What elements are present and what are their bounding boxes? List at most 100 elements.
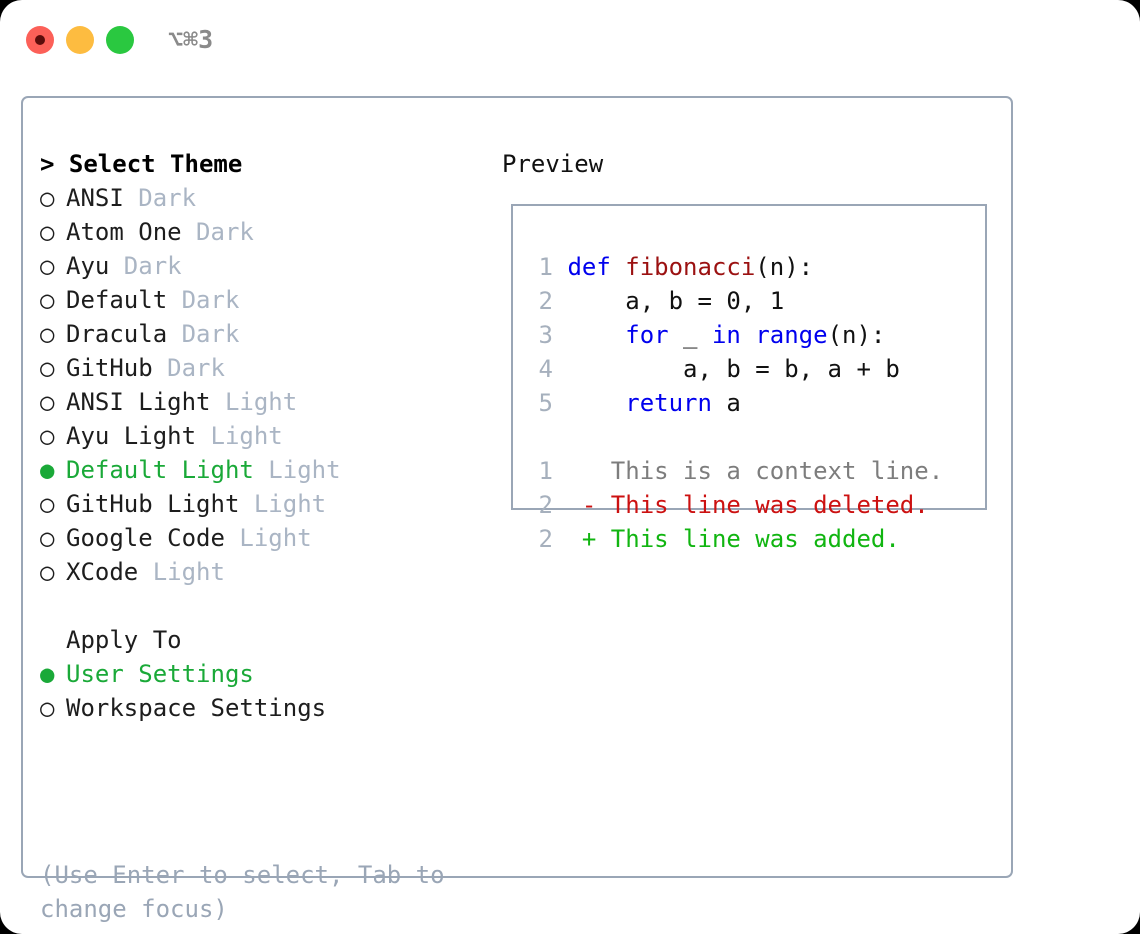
code-token: fibonacci — [625, 253, 756, 281]
theme-list-item[interactable]: ○Ayu Dark — [40, 249, 490, 283]
code-line: 5 return a — [529, 386, 943, 420]
apply-to-option-label: Workspace Settings — [66, 694, 327, 722]
code-token: a, b = 0, 1 — [567, 287, 785, 315]
radio-unselected-icon: ○ — [40, 694, 55, 722]
keyboard-hint-line-1: (Use Enter to select, Tab to — [40, 861, 445, 889]
code-gutter-space — [553, 355, 567, 383]
diff-sign: - — [553, 491, 597, 519]
radio-selected-icon: ● — [40, 456, 55, 484]
radio-unselected-icon: ○ — [40, 354, 55, 382]
diff-line: 1 This is a context line. — [529, 454, 944, 488]
apply-to-option[interactable]: ● User Settings — [40, 657, 490, 691]
theme-name: XCode — [66, 558, 139, 586]
code-line-number: 3 — [538, 321, 553, 349]
radio-unselected-icon: ○ — [40, 524, 55, 552]
code-token: def — [567, 253, 626, 281]
apply-to-options: ● User Settings ○ Workspace Settings — [40, 657, 490, 725]
diff-line-number: 2 — [538, 525, 553, 553]
diff-text: This line was deleted. — [596, 491, 929, 519]
maximize-button[interactable] — [106, 26, 134, 54]
diff-text: This is a context line. — [596, 457, 944, 485]
theme-list-item[interactable]: ○ Ayu Light Light — [40, 419, 490, 453]
code-token: _ — [668, 321, 712, 349]
radio-unselected-icon: ○ — [40, 252, 55, 280]
close-icon — [35, 35, 45, 45]
code-line: 4 a, b = b, a + b — [529, 352, 943, 386]
theme-list-item[interactable]: ○ XCode Light — [40, 555, 490, 589]
theme-variant-tag: Light — [239, 490, 327, 518]
theme-variant-tag: Light — [196, 422, 283, 450]
code-diff-separator — [529, 420, 943, 454]
radio-selected-icon: ● — [40, 660, 55, 688]
keyboard-hint-line-2: change focus) — [40, 895, 228, 923]
code-token — [567, 321, 625, 349]
code-line: 2 a, b = 0, 1 — [529, 284, 943, 318]
theme-list-item[interactable]: ○ GitHub Light Light — [40, 487, 490, 521]
theme-list-item[interactable]: ● Default Light Light — [40, 453, 490, 487]
title-bar: ⌥⌘3 — [0, 0, 1140, 78]
theme-variant-tag: Dark — [181, 218, 254, 246]
apply-to-option[interactable]: ○ Workspace Settings — [40, 691, 490, 725]
theme-variant-tag: Light — [210, 388, 298, 416]
section-spacer — [40, 589, 490, 623]
code-token — [567, 389, 625, 417]
code-line-number: 2 — [538, 287, 553, 315]
keyboard-hint: (Use Enter to select, Tab to change focu… — [40, 858, 460, 926]
radio-unselected-icon: ○ — [40, 388, 55, 416]
theme-list-item[interactable]: ○ ANSI Light Light — [40, 385, 490, 419]
theme-name: Ayu Light — [66, 422, 197, 450]
theme-name: ANSI Light — [66, 388, 211, 416]
radio-unselected-icon: ○ — [40, 422, 55, 450]
diff-line-number: 1 — [538, 457, 553, 485]
theme-list-item[interactable]: ○Dracula Dark — [40, 317, 490, 351]
theme-items-container: ○ANSI Dark○Atom One Dark○Ayu Dark○Defaul… — [40, 181, 490, 589]
theme-name: ANSI — [66, 184, 124, 212]
theme-list-item[interactable]: ○ANSI Dark — [40, 181, 490, 215]
theme-name: Default Light — [66, 456, 254, 484]
theme-variant-tag: Light — [253, 456, 341, 484]
code-gutter-space — [553, 287, 567, 315]
code-token: range — [755, 321, 828, 349]
theme-variant-tag: Light — [138, 558, 225, 586]
theme-variant-tag: Dark — [152, 354, 225, 382]
code-line: 3 for _ in range(n): — [529, 318, 943, 352]
code-gutter-space — [553, 253, 567, 281]
theme-selector-list: > Select Theme ○ANSI Dark○Atom One Dark○… — [40, 147, 490, 725]
theme-name: Google Code — [66, 524, 225, 552]
keyboard-shortcut-label: ⌥⌘3 — [168, 25, 214, 54]
theme-variant-tag: Dark — [109, 252, 182, 280]
code-token: for — [625, 321, 669, 349]
apply-to-option-label: User Settings — [66, 660, 254, 688]
theme-variant-tag: Dark — [167, 286, 240, 314]
code-token: return — [625, 389, 712, 417]
code-gutter-space — [553, 389, 567, 417]
diff-line: 2 + This line was added. — [529, 522, 943, 556]
preview-label: Preview — [502, 150, 604, 178]
apply-to-header: Apply To — [66, 626, 182, 654]
theme-variant-tag: Light — [224, 524, 312, 552]
theme-selector-header: > Select Theme — [40, 150, 243, 178]
theme-name: Dracula — [66, 320, 168, 348]
code-token: (n): — [755, 253, 814, 281]
theme-name: GitHub — [66, 354, 153, 382]
main-panel: > Select Theme ○ANSI Dark○Atom One Dark○… — [21, 96, 1013, 923]
theme-list-item[interactable]: ○Default Dark — [40, 283, 490, 317]
radio-unselected-icon: ○ — [40, 490, 55, 518]
code-token: (n): — [827, 321, 886, 349]
theme-variant-tag: Dark — [123, 184, 197, 212]
code-line-number: 4 — [538, 355, 553, 383]
theme-name: GitHub Light — [66, 490, 240, 518]
theme-list-item[interactable]: ○Atom One Dark — [40, 215, 490, 249]
radio-unselected-icon: ○ — [40, 218, 55, 246]
theme-name: Default — [66, 286, 168, 314]
theme-list-item[interactable]: ○ Google Code Light — [40, 521, 490, 555]
minimize-button[interactable] — [66, 26, 94, 54]
diff-sign — [553, 457, 596, 485]
theme-variant-tag: Dark — [167, 320, 240, 348]
theme-list-item[interactable]: ○ GitHub Dark — [40, 351, 490, 385]
radio-unselected-icon: ○ — [40, 558, 55, 586]
code-line-number: 5 — [538, 389, 553, 417]
